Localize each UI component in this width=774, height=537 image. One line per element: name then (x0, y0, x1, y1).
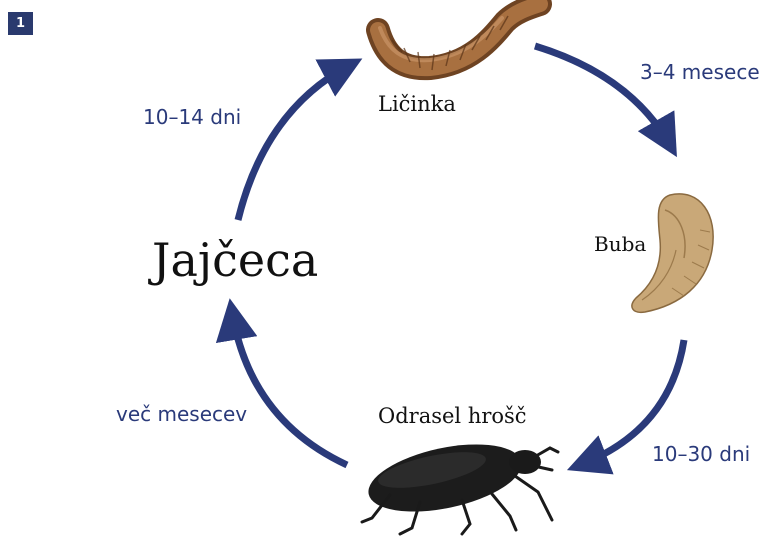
larva-image (378, 4, 540, 70)
stage-label-eggs: Jajčeca (152, 233, 318, 287)
beetle-image (362, 432, 558, 534)
figure-number-badge: 1 (8, 12, 33, 35)
stage-label-adult: Odrasel hrošč (378, 404, 527, 428)
stage-label-pupa: Buba (594, 232, 646, 256)
duration-adult-to-eggs: več mesecev (116, 402, 247, 426)
arrow-eggs-to-larva (238, 65, 350, 220)
duration-eggs-to-larva: 10–14 dni (143, 105, 241, 129)
duration-pupa-to-adult: 10–30 dni (652, 442, 750, 466)
stage-label-larva: Ličinka (378, 92, 456, 116)
duration-larva-to-pupa: 3–4 mesece (640, 60, 760, 84)
arrow-adult-to-eggs (232, 312, 347, 465)
